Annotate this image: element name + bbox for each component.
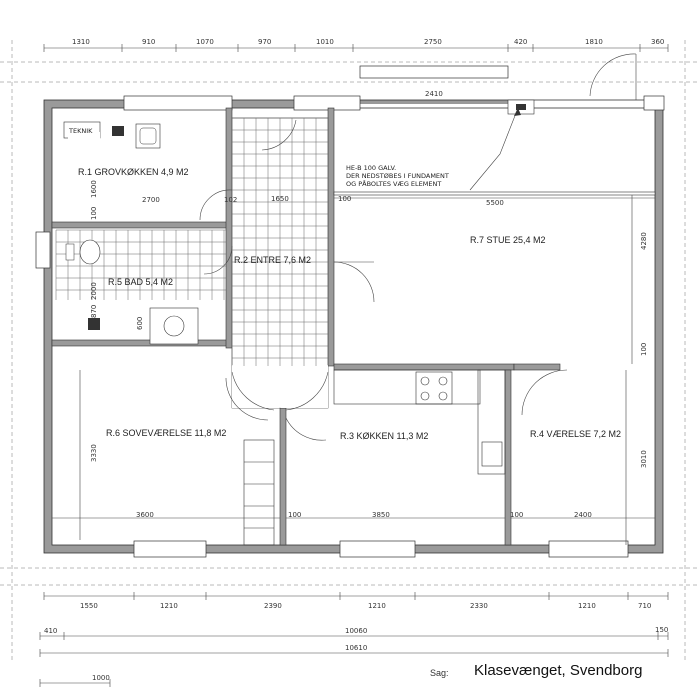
label-r6-sovevaerelse: R.6 SOVEVÆRELSE 11,8 M2 [106, 428, 226, 438]
dim-top-3: 1070 [196, 38, 214, 46]
dim-3010: 3010 [640, 450, 648, 468]
dim-bottom-3: 2390 [264, 602, 282, 610]
dim-top-1: 1310 [72, 38, 90, 46]
dim-100-c: 100 [90, 207, 98, 220]
dim-bottom-1: 1550 [80, 602, 98, 610]
dim-1600: 1600 [90, 180, 98, 198]
bad-tile-grid [55, 229, 226, 300]
label-r7-stue: R.7 STUE 25,4 M2 [470, 235, 546, 245]
top-dimension-chain: 1310 910 1070 970 1010 2750 420 1810 360 [43, 38, 669, 52]
dim-bottom-410: 410 [44, 627, 57, 635]
dim-top-2: 910 [142, 38, 155, 46]
dim-top-8: 1810 [585, 38, 603, 46]
dim-bottom-1000: 1000 [92, 674, 110, 682]
dim-3600: 3600 [136, 511, 154, 519]
entre-tile-grid [231, 117, 329, 409]
dim-1650: 1650 [271, 195, 289, 203]
dim-3330: 3330 [90, 444, 98, 462]
dim-bottom-150: 150 [655, 626, 668, 634]
fixtures [63, 99, 535, 546]
dim-bottom-4: 1210 [368, 602, 386, 610]
dim-4280: 4280 [640, 232, 648, 250]
dim-870: 870 [90, 305, 98, 318]
dim-window-top: 2410 [425, 90, 443, 98]
dim-100-b: 100 [640, 343, 648, 356]
kitchen-counter [333, 369, 481, 405]
title-block: Sag: Klasevænget, Svendborg [430, 662, 690, 686]
dim-bottom-2: 1210 [160, 602, 178, 610]
interior-dimension-lines [52, 195, 655, 545]
dim-top-9: 360 [651, 38, 664, 46]
sag-label: Sag: [430, 668, 449, 678]
dim-2000: 2000 [90, 282, 98, 300]
dim-102: 102 [224, 196, 237, 204]
dim-3850: 3850 [372, 511, 390, 519]
kitchen-sink [481, 441, 503, 467]
dim-5500: 5500 [486, 199, 504, 207]
dim-100-e: 100 [510, 511, 523, 519]
dim-bottom-7: 710 [638, 602, 651, 610]
label-r3-koekken: R.3 KØKKEN 11,3 M2 [340, 431, 428, 441]
dim-bottom-6: 1210 [578, 602, 596, 610]
dim-top-5: 1010 [316, 38, 334, 46]
wardrobe [243, 439, 275, 546]
dim-2700: 2700 [142, 196, 160, 204]
doors [199, 53, 637, 441]
dim-bottom-10060: 10060 [345, 627, 367, 635]
interior-walls [51, 107, 656, 546]
dim-600: 600 [136, 317, 144, 330]
dim-top-6: 2750 [424, 38, 442, 46]
toilet [79, 239, 101, 265]
note-line-2: DER NEDSTØBES I FUNDAMENT [346, 172, 449, 180]
dim-100-d: 100 [288, 511, 301, 519]
windows [35, 65, 665, 558]
label-r4-vaerelse: R.4 VÆRELSE 7,2 M2 [530, 429, 621, 439]
project-title: Klasevænget, Svendborg [474, 662, 643, 679]
dim-top-7: 420 [514, 38, 527, 46]
note-line-1: HE-B 100 GALV. [346, 164, 396, 172]
label-teknik: TEKNIK [68, 127, 93, 135]
note-leader-line [469, 107, 519, 191]
dim-top-4: 970 [258, 38, 271, 46]
dim-bottom-5: 2330 [470, 602, 488, 610]
dim-bottom-total: 10610 [345, 644, 367, 652]
bottom-dimension-chain: 1550 1210 2390 1210 2330 1210 710 410 10… [39, 592, 668, 687]
dim-2400: 2400 [574, 511, 592, 519]
label-r1-grovkoekken: R.1 GROVKØKKEN 4,9 M2 [78, 167, 189, 177]
kitchen-stove [415, 371, 453, 405]
dim-100-a: 100 [338, 195, 351, 203]
note-line-3: OG PÅBOLTES VÆG ELEMENT [346, 179, 441, 188]
label-r2-entre: R.2 ENTRE 7,6 M2 [234, 255, 311, 265]
label-r5-bad: R.5 BAD 5,4 M2 [108, 277, 173, 287]
